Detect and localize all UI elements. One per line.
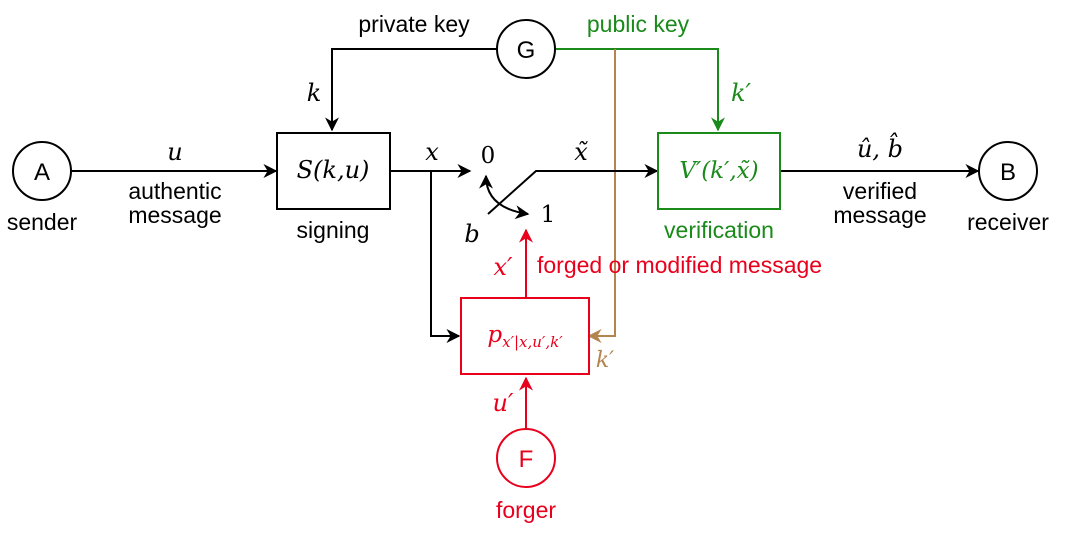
authentic-message-label-1: authentic [128, 178, 221, 204]
verification-box [657, 132, 781, 210]
forged-message-label: forged or modified message [537, 252, 822, 278]
symbol-k: k [307, 79, 322, 107]
symbol-x-tilde: x̃ [574, 138, 588, 166]
generator-node-label: G [517, 37, 536, 64]
symbol-k-prime-brown: k′ [596, 348, 614, 373]
verification-label: verification [664, 217, 774, 243]
authentic-message-label-2: message [128, 202, 221, 228]
forger-function-subscript: x′|x,u′,k′ [502, 333, 563, 351]
receiver-label: receiver [967, 209, 1049, 235]
forger-function-main: p [487, 322, 502, 348]
private-key-label: private key [358, 11, 470, 37]
symbol-x: x [425, 138, 439, 166]
symbol-x-prime: x′ [494, 253, 514, 281]
verification-function: V′(k′,x̃) [679, 158, 758, 184]
forger-label: forger [496, 497, 556, 523]
sender-label: sender [7, 209, 78, 235]
signing-box [276, 132, 391, 210]
switch-arm [487, 164, 659, 215]
arrow-x-to-forger [430, 171, 461, 343]
receiver-node [978, 141, 1038, 201]
switch-control-b: b [464, 220, 479, 248]
forger-node [496, 428, 556, 488]
forger-box [460, 297, 590, 375]
switch-rotation-arrow [479, 174, 530, 220]
switch-position-0: 0 [481, 143, 496, 169]
switch-position-1: 1 [541, 202, 556, 228]
sender-node-label: A [34, 159, 50, 186]
arrow-private-key [325, 48, 497, 132]
symbol-u-prime: u′ [493, 389, 514, 417]
verified-message-label-1: verified [843, 178, 917, 204]
arrow-public-key [555, 48, 725, 132]
public-key-label: public key [587, 11, 690, 37]
signing-function: S(k,u) [297, 156, 370, 184]
sender-node [12, 141, 72, 201]
verified-message-label-2: message [833, 202, 926, 228]
signing-label: signing [297, 217, 370, 243]
symbol-k-prime-green: k′ [731, 79, 752, 107]
symbol-output: û, b̂ [857, 132, 903, 163]
symbol-u: u [167, 138, 182, 166]
receiver-node-label: B [1000, 159, 1016, 186]
generator-node [496, 19, 556, 79]
forger-function: px′|x,u′,k′ [487, 322, 563, 351]
forger-node-label: F [519, 446, 534, 473]
arrow-public-key-to-forger [587, 49, 616, 343]
